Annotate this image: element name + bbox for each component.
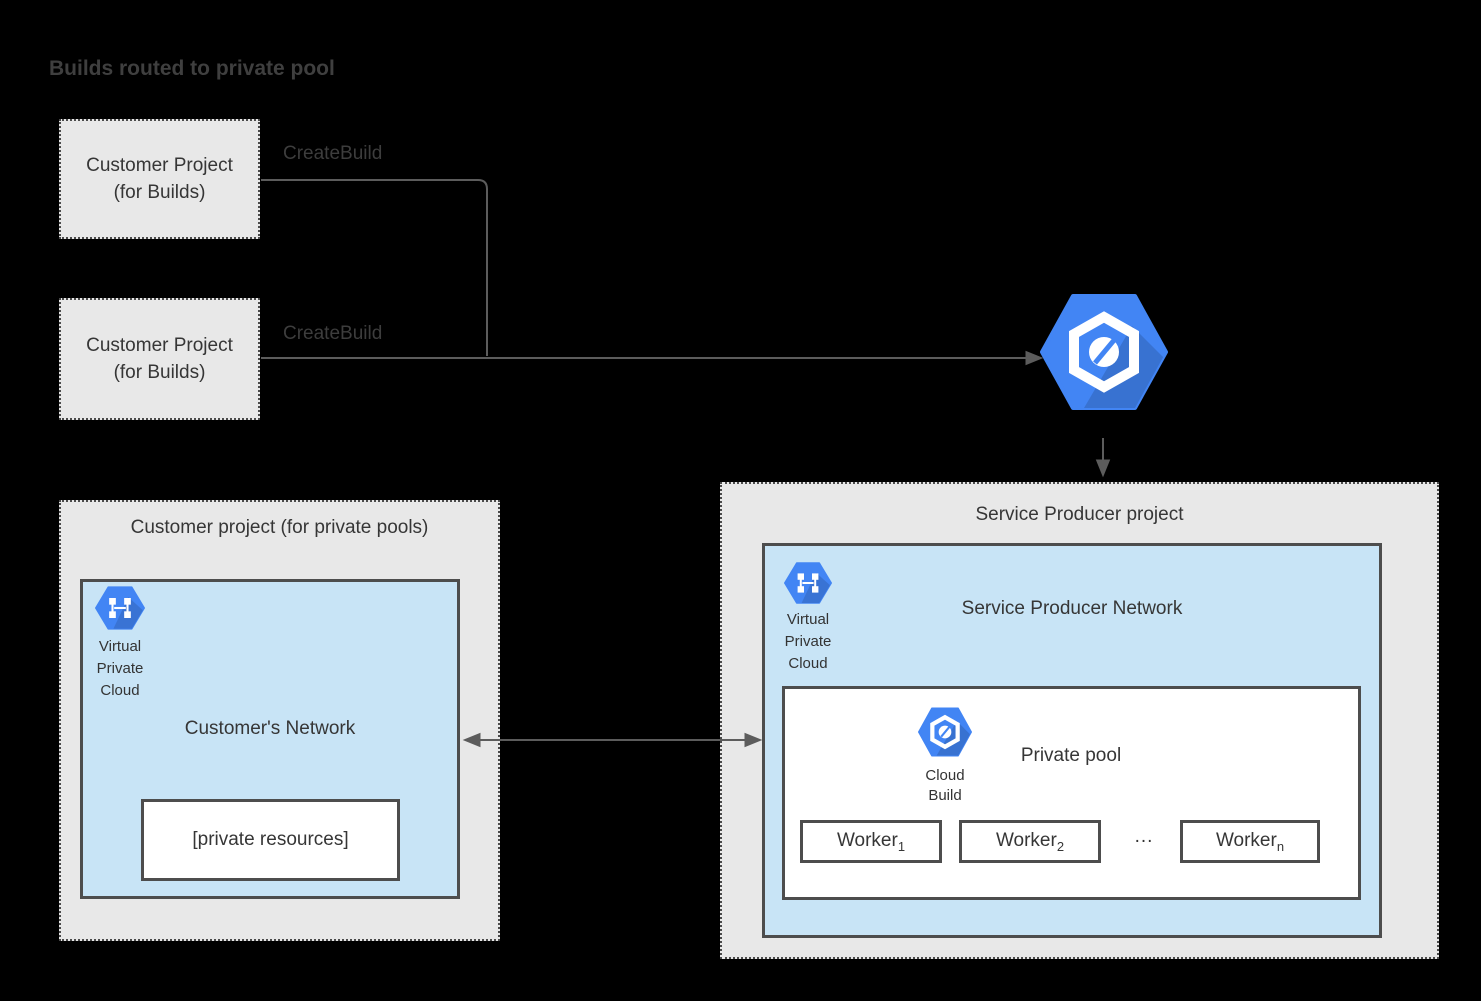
- cloud-build-icon: [1040, 294, 1168, 412]
- customer-build-project-label-line2: (for Builds): [113, 182, 206, 203]
- customer-pool-project-title: Customer project (for private pools): [130, 517, 429, 538]
- service-producer-project-title: Service Producer project: [975, 504, 1184, 525]
- customer-build-project-box-1: Customer Project (for Builds): [59, 119, 260, 239]
- private-resources-box: [private resources]: [141, 799, 400, 881]
- worker-box-2: Worker2: [959, 820, 1101, 863]
- private-pool-label: Private pool: [1020, 745, 1122, 766]
- private-pool-box: [782, 686, 1361, 900]
- createbuild-label-2: CreateBuild: [283, 323, 383, 344]
- cloud-build-icon: [918, 707, 972, 757]
- customer-build-project-label-line1: Customer Project: [86, 335, 233, 356]
- customer-build-project-box-2: Customer Project (for Builds): [59, 298, 260, 420]
- diagram-title: Builds routed to private pool: [49, 57, 335, 80]
- arrowhead-down: [1095, 459, 1111, 478]
- service-producer-network-label: Service Producer Network: [961, 598, 1183, 619]
- vpc-label: Virtual Private Cloud: [784, 611, 832, 672]
- customer-build-project-label-line2: (for Builds): [113, 362, 206, 383]
- cloud-build-label: Cloud Build: [925, 767, 965, 804]
- vpc-icon: [784, 562, 832, 604]
- workers-ellipsis: ...: [1134, 826, 1154, 847]
- customer-build-project-label-line1: Customer Project: [86, 155, 233, 176]
- worker-box-n: Workern: [1180, 820, 1320, 863]
- vpc-icon: [95, 586, 146, 630]
- customer-network-label: Customer's Network: [184, 718, 356, 739]
- worker-box-1: Worker1: [800, 820, 942, 863]
- createbuild-label-1: CreateBuild: [283, 143, 383, 164]
- vpc-label: Virtual Private Cloud: [96, 638, 144, 699]
